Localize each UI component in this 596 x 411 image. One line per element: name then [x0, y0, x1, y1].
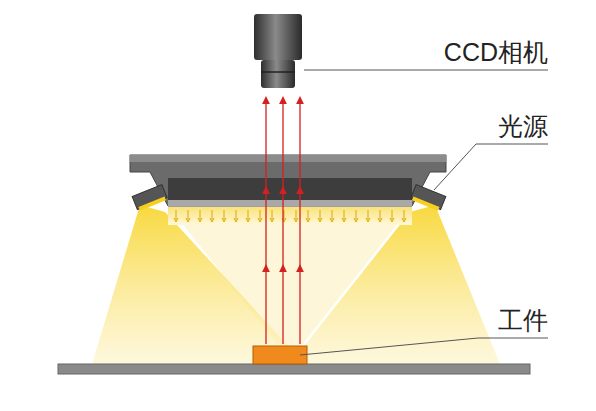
light-tick — [188, 210, 189, 220]
light-rays — [266, 100, 300, 344]
light-tick — [344, 210, 345, 220]
light-ray — [299, 268, 300, 344]
light-tick — [390, 218, 394, 222]
light-ray — [265, 190, 266, 268]
light-housing — [130, 155, 446, 206]
leader-line — [434, 144, 548, 190]
leader-line — [304, 70, 548, 71]
light-tick — [258, 218, 262, 222]
light-tick — [260, 210, 261, 220]
light-tick — [210, 218, 214, 222]
housing-top — [130, 155, 446, 162]
diffuser-panel — [168, 178, 412, 200]
part-label: 光源 — [498, 113, 548, 141]
light-tick — [270, 218, 274, 222]
part-label: 工件 — [498, 307, 548, 335]
light-tick — [320, 210, 321, 220]
light-tick — [318, 218, 322, 222]
light-tick — [294, 218, 298, 222]
light-tick — [212, 210, 213, 220]
light-tick — [246, 218, 250, 222]
light-tick — [402, 218, 406, 222]
light-ray — [265, 100, 266, 190]
light-tick — [176, 210, 177, 220]
led-block — [410, 185, 446, 212]
light-tick — [330, 218, 334, 222]
light-tick — [404, 210, 405, 220]
light-tick — [234, 218, 238, 222]
light-cone — [290, 205, 500, 364]
light-tick — [380, 210, 381, 220]
light-tick — [248, 210, 249, 220]
part-label: CCD相机 — [444, 39, 548, 67]
light-ray — [282, 100, 283, 190]
light-tick — [366, 218, 370, 222]
light-tick — [368, 210, 369, 220]
base-plate — [58, 364, 530, 374]
camera-body — [254, 14, 302, 60]
light-ray — [282, 268, 283, 344]
light-ray — [299, 190, 300, 268]
light-tick — [236, 210, 237, 220]
light-ray — [299, 100, 300, 190]
light-band — [168, 207, 412, 225]
light-tick — [200, 210, 201, 220]
light-tick — [306, 218, 310, 222]
light-tick — [308, 210, 309, 220]
light-tick — [332, 210, 333, 220]
light-tick — [356, 210, 357, 220]
light-tick — [224, 210, 225, 220]
light-tick — [174, 218, 178, 222]
light-ray — [265, 268, 266, 344]
workpiece — [253, 346, 307, 364]
light-tick — [296, 210, 297, 220]
camera-lens — [261, 60, 295, 88]
light-tick — [222, 218, 226, 222]
light-tick — [378, 218, 382, 222]
light-tick — [392, 210, 393, 220]
led-block — [132, 185, 168, 212]
light-tick — [186, 218, 190, 222]
leader-line — [300, 338, 548, 355]
light-cone — [92, 205, 305, 364]
diffuser-panel — [168, 200, 412, 206]
light-ray — [282, 190, 283, 268]
light-tick — [198, 218, 202, 222]
light-tick — [354, 218, 358, 222]
light-tick — [272, 210, 273, 220]
light-tick — [342, 218, 346, 222]
